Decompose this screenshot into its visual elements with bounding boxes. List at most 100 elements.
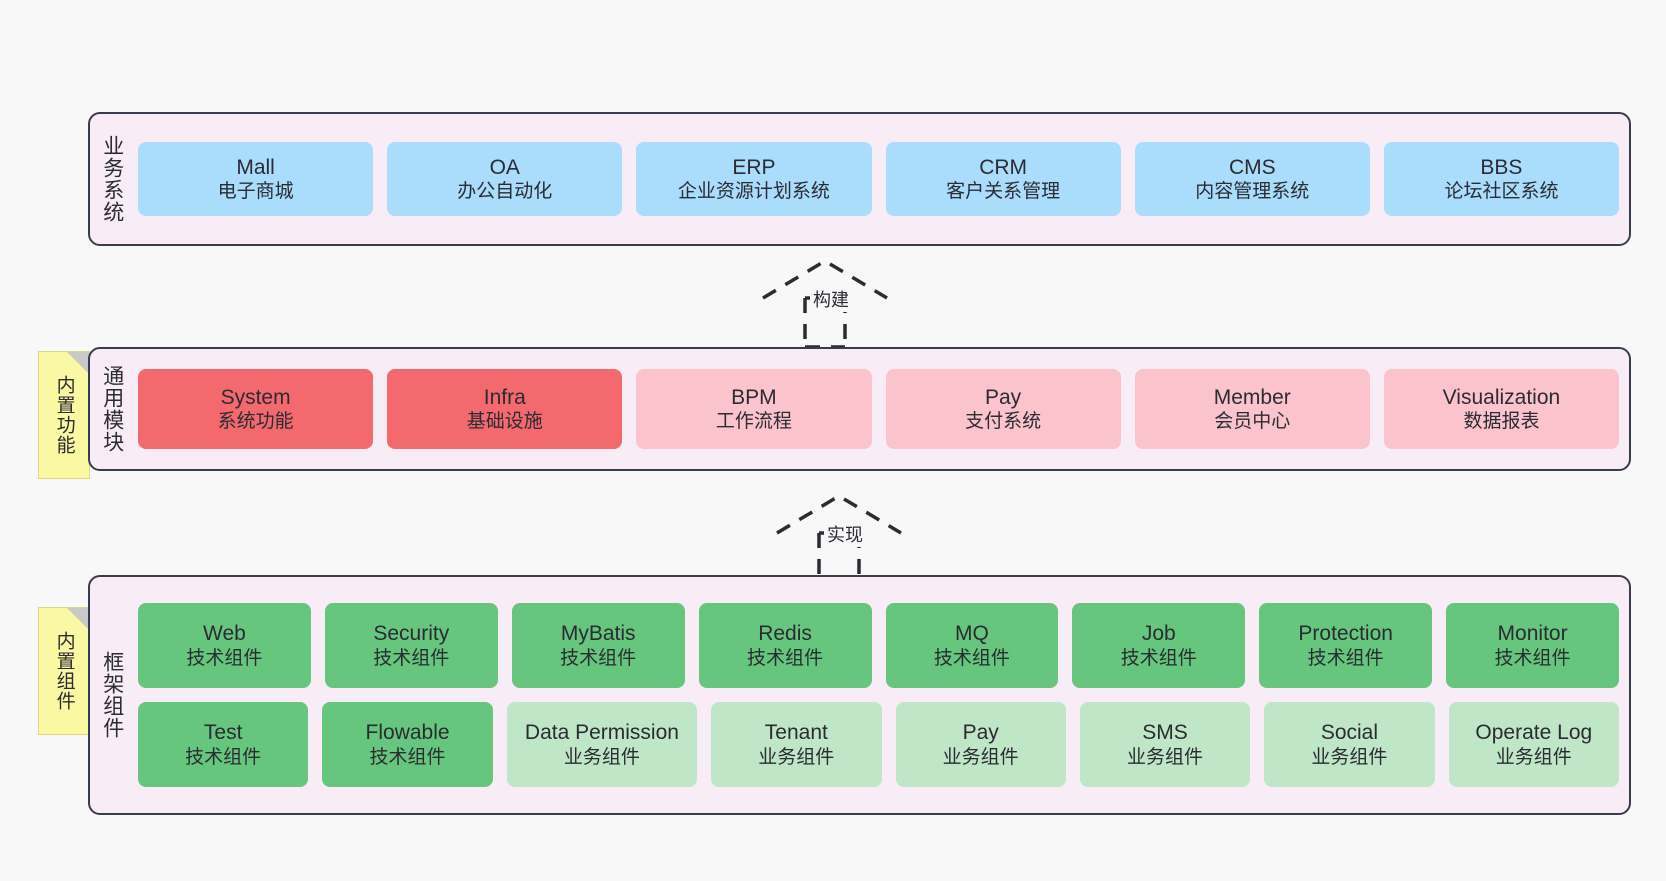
note-builtin-components: 内置组件 bbox=[38, 607, 90, 735]
card-title: System bbox=[220, 385, 291, 409]
card-member[interactable]: Member 会员中心 bbox=[1134, 369, 1370, 449]
card-title: Mall bbox=[236, 155, 275, 179]
card-redis[interactable]: Redis 技术组件 bbox=[698, 603, 872, 688]
card-subtitle: 电子商城 bbox=[217, 181, 294, 203]
card-title: BBS bbox=[1480, 155, 1523, 179]
layer-business-systems: 业务系统 Mall 电子商城 OA 办公自动化 ERP 企业资源计划系统 bbox=[88, 112, 1631, 246]
card-title: Operate Log bbox=[1475, 721, 1593, 745]
card-tenant[interactable]: Tenant 业务组件 bbox=[711, 702, 882, 787]
card-pay-business[interactable]: Pay 业务组件 bbox=[895, 702, 1066, 787]
card-system[interactable]: System 系统功能 bbox=[138, 369, 374, 449]
card-row: Mall 电子商城 OA 办公自动化 ERP 企业资源计划系统 CRM 客户关系… bbox=[138, 142, 1620, 216]
card-data-permission[interactable]: Data Permission 业务组件 bbox=[506, 702, 698, 787]
card-title: CRM bbox=[979, 155, 1028, 179]
card-subtitle: 工作流程 bbox=[715, 411, 792, 433]
note-label: 内置组件 bbox=[53, 631, 75, 711]
card-title: Pay bbox=[985, 385, 1022, 409]
connector-build-label: 构建 bbox=[810, 286, 852, 312]
connector-implement-label: 实现 bbox=[824, 521, 866, 547]
card-crm[interactable]: CRM 客户关系管理 bbox=[885, 142, 1121, 216]
note-fold-icon bbox=[67, 608, 89, 630]
card-title: Infra bbox=[483, 385, 526, 409]
card-cms[interactable]: CMS 内容管理系统 bbox=[1134, 142, 1370, 216]
card-row: Test 技术组件 Flowable 技术组件 Data Permission … bbox=[138, 702, 1619, 787]
card-title: Member bbox=[1213, 385, 1291, 409]
card-mall[interactable]: Mall 电子商城 bbox=[138, 142, 374, 216]
card-title: ERP bbox=[732, 155, 776, 179]
card-subtitle: 业务组件 bbox=[1311, 746, 1388, 768]
card-title: Web bbox=[203, 622, 246, 646]
card-subtitle: 系统功能 bbox=[217, 411, 294, 433]
layer-body-framework-components: Web 技术组件 Security 技术组件 MyBatis 技术组件 Redi… bbox=[134, 577, 1629, 813]
card-subtitle: 基础设施 bbox=[466, 411, 543, 433]
card-subtitle: 支付系统 bbox=[965, 411, 1042, 433]
card-title: Pay bbox=[962, 721, 999, 745]
layer-title-business-systems: 业务系统 bbox=[100, 135, 124, 223]
card-erp[interactable]: ERP 企业资源计划系统 bbox=[636, 142, 872, 216]
card-mybatis[interactable]: MyBatis 技术组件 bbox=[511, 603, 685, 688]
card-subtitle: 会员中心 bbox=[1214, 411, 1291, 433]
card-subtitle: 业务组件 bbox=[563, 746, 640, 768]
card-sms[interactable]: SMS 业务组件 bbox=[1079, 702, 1251, 787]
layer-framework-components: 框架组件 Web 技术组件 Security 技术组件 MyBatis 技术组件 bbox=[88, 575, 1631, 815]
layer-title-common-modules: 通用模块 bbox=[100, 365, 124, 453]
card-subtitle: 技术组件 bbox=[185, 746, 262, 768]
card-title: BPM bbox=[731, 385, 777, 409]
card-title: SMS bbox=[1142, 721, 1188, 745]
note-fold-icon bbox=[67, 352, 89, 374]
card-pay[interactable]: Pay 支付系统 bbox=[885, 369, 1121, 449]
card-job[interactable]: Job 技术组件 bbox=[1072, 603, 1246, 688]
card-subtitle: 技术组件 bbox=[1120, 647, 1197, 669]
card-test[interactable]: Test 技术组件 bbox=[138, 702, 309, 787]
card-row: Web 技术组件 Security 技术组件 MyBatis 技术组件 Redi… bbox=[138, 603, 1619, 688]
layer-common-modules: 通用模块 System 系统功能 Infra 基础设施 BPM 工作流程 bbox=[88, 347, 1631, 471]
card-title: OA bbox=[489, 155, 520, 179]
card-mq[interactable]: MQ 技术组件 bbox=[885, 603, 1059, 688]
card-operate-log[interactable]: Operate Log 业务组件 bbox=[1448, 702, 1619, 787]
card-flowable[interactable]: Flowable 技术组件 bbox=[322, 702, 493, 787]
card-subtitle: 办公自动化 bbox=[457, 181, 553, 203]
card-title: MyBatis bbox=[560, 622, 636, 646]
card-subtitle: 内容管理系统 bbox=[1195, 181, 1310, 203]
card-bbs[interactable]: BBS 论坛社区系统 bbox=[1383, 142, 1620, 216]
card-monitor[interactable]: Monitor 技术组件 bbox=[1446, 603, 1619, 688]
card-subtitle: 业务组件 bbox=[1495, 746, 1572, 768]
card-title: CMS bbox=[1228, 155, 1276, 179]
card-subtitle: 技术组件 bbox=[186, 647, 263, 669]
layer-body-business-systems: Mall 电子商城 OA 办公自动化 ERP 企业资源计划系统 CRM 客户关系… bbox=[134, 114, 1629, 244]
card-subtitle: 技术组件 bbox=[369, 746, 446, 768]
layer-body-common-modules: System 系统功能 Infra 基础设施 BPM 工作流程 Pay 支付系统 bbox=[134, 349, 1629, 469]
card-title: Job bbox=[1141, 622, 1176, 646]
card-subtitle: 业务组件 bbox=[1127, 746, 1204, 768]
card-title: Monitor bbox=[1497, 622, 1568, 646]
connector-implement: 实现 bbox=[772, 487, 922, 587]
card-title: Tenant bbox=[764, 721, 828, 745]
card-title: Security bbox=[373, 622, 450, 646]
card-subtitle: 技术组件 bbox=[373, 647, 450, 669]
card-security[interactable]: Security 技术组件 bbox=[324, 603, 498, 688]
card-title: MQ bbox=[955, 622, 989, 646]
card-subtitle: 技术组件 bbox=[933, 647, 1010, 669]
card-protection[interactable]: Protection 技术组件 bbox=[1259, 603, 1433, 688]
card-subtitle: 数据报表 bbox=[1463, 411, 1540, 433]
card-subtitle: 论坛社区系统 bbox=[1444, 181, 1559, 203]
connector-build: 构建 bbox=[758, 252, 908, 352]
card-web[interactable]: Web 技术组件 bbox=[138, 603, 311, 688]
card-title: Social bbox=[1320, 721, 1379, 745]
card-subtitle: 客户关系管理 bbox=[946, 181, 1061, 203]
card-bpm[interactable]: BPM 工作流程 bbox=[636, 369, 872, 449]
note-label: 内置功能 bbox=[53, 375, 75, 455]
card-subtitle: 技术组件 bbox=[1307, 647, 1384, 669]
card-subtitle: 业务组件 bbox=[942, 746, 1019, 768]
note-builtin-features: 内置功能 bbox=[38, 351, 90, 479]
card-social[interactable]: Social 业务组件 bbox=[1264, 702, 1435, 787]
card-title: Data Permission bbox=[524, 721, 679, 745]
card-oa[interactable]: OA 办公自动化 bbox=[387, 142, 623, 216]
card-infra[interactable]: Infra 基础设施 bbox=[387, 369, 623, 449]
card-subtitle: 技术组件 bbox=[1494, 647, 1571, 669]
card-subtitle: 业务组件 bbox=[758, 746, 835, 768]
card-title: Protection bbox=[1298, 622, 1393, 646]
card-subtitle: 技术组件 bbox=[747, 647, 824, 669]
card-visualization[interactable]: Visualization 数据报表 bbox=[1383, 369, 1620, 449]
